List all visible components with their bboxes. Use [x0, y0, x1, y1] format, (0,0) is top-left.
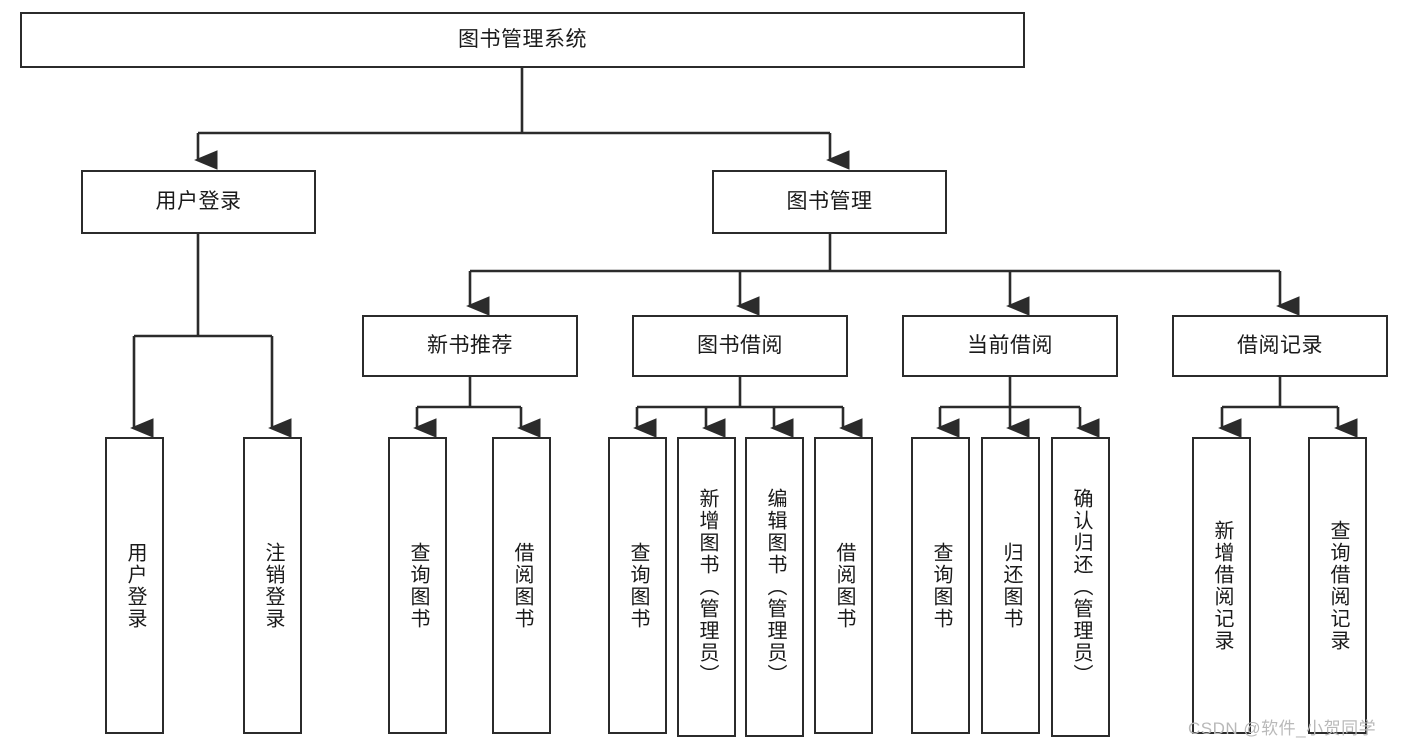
node-leaf-logout[interactable]: 注销登录 — [243, 437, 302, 734]
node-leaf-confirm-return-admin[interactable]: 确认归还（管理员） — [1051, 437, 1110, 737]
node-label: 借阅图书 — [511, 541, 533, 630]
node-book-borrow[interactable]: 图书借阅 — [632, 315, 848, 377]
node-leaf-query-book-new[interactable]: 查询图书 — [388, 437, 447, 734]
csdn-watermark: CSDN @软件_小贺同学 — [1188, 719, 1377, 738]
node-leaf-borrow-book-new[interactable]: 借阅图书 — [492, 437, 551, 734]
node-current-borrow[interactable]: 当前借阅 — [902, 315, 1118, 377]
node-leaf-return-book[interactable]: 归还图书 — [981, 437, 1040, 734]
node-label: 查询图书 — [627, 541, 649, 630]
node-book-management[interactable]: 图书管理 — [712, 170, 947, 234]
node-label: 归还图书 — [1000, 541, 1022, 630]
node-leaf-query-book-current[interactable]: 查询图书 — [911, 437, 970, 734]
node-label: 图书管理系统 — [458, 27, 587, 51]
node-label: 查询图书 — [407, 541, 429, 630]
node-leaf-user-login[interactable]: 用户登录 — [105, 437, 164, 734]
node-user-login[interactable]: 用户登录 — [81, 170, 316, 234]
node-label: 查询图书 — [930, 541, 952, 630]
node-borrow-record[interactable]: 借阅记录 — [1172, 315, 1388, 377]
node-label: 用户登录 — [155, 189, 242, 213]
node-label: 借阅记录 — [1237, 333, 1323, 357]
node-new-book-recommend[interactable]: 新书推荐 — [362, 315, 578, 377]
node-leaf-borrow-book[interactable]: 借阅图书 — [814, 437, 873, 734]
node-label: 借阅图书 — [833, 541, 855, 630]
node-leaf-add-borrow-record[interactable]: 新增借阅记录 — [1192, 437, 1251, 734]
node-leaf-query-book-borrow[interactable]: 查询图书 — [608, 437, 667, 734]
node-root-book-management-system[interactable]: 图书管理系统 — [20, 12, 1025, 68]
node-label: 新增借阅记录 — [1211, 519, 1233, 652]
node-label: 图书借阅 — [697, 333, 783, 357]
node-label: 当前借阅 — [967, 333, 1053, 357]
node-leaf-add-book-admin[interactable]: 新增图书（管理员） — [677, 437, 736, 737]
node-label: 注销登录 — [262, 541, 284, 630]
node-label: 用户登录 — [124, 541, 146, 630]
node-label: 新书推荐 — [427, 333, 513, 357]
node-leaf-edit-book-admin[interactable]: 编辑图书（管理员） — [745, 437, 804, 737]
node-label: 编辑图书（管理员） — [764, 488, 786, 686]
node-label: 图书管理 — [786, 189, 873, 213]
node-label: 新增图书（管理员） — [696, 488, 718, 686]
node-label: 查询借阅记录 — [1327, 519, 1349, 652]
node-label: 确认归还（管理员） — [1070, 488, 1092, 686]
node-leaf-query-borrow-record[interactable]: 查询借阅记录 — [1308, 437, 1367, 734]
